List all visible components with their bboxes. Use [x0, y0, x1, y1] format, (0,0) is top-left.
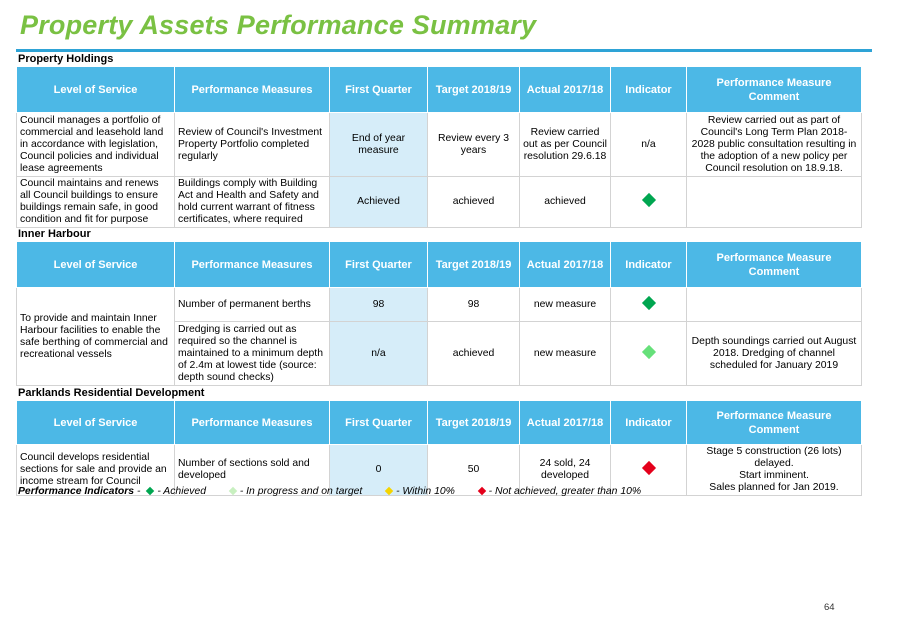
section-title-parklands: Parklands Residential Development — [18, 387, 205, 399]
table-header-row: Level of Service Performance Measures Fi… — [16, 400, 862, 445]
comment-line: Start imminent. — [739, 470, 809, 481]
header-level-of-service: Level of Service — [16, 241, 175, 288]
indicator-cell — [610, 176, 687, 228]
comment-cell — [686, 287, 862, 322]
target-cell: 98 — [427, 287, 520, 322]
comment-cell — [686, 176, 862, 228]
table-header-row: Level of Service Performance Measures Fi… — [16, 66, 862, 113]
legend-dash: - — [136, 486, 141, 497]
target-cell: achieved — [427, 321, 520, 386]
in-progress-legend-diamond-icon — [228, 486, 238, 495]
comment-cell: Review carried out as part of Council's … — [686, 112, 862, 177]
first-quarter-cell: Achieved — [329, 176, 428, 228]
actual-cell: achieved — [519, 176, 611, 228]
achieved-diamond-icon — [641, 192, 656, 208]
header-comment: Performance Measure Comment — [686, 66, 862, 113]
legend-item-achieved: - Achieved — [157, 486, 207, 497]
not-achieved-diamond-icon — [641, 460, 656, 476]
performance-measure-cell: Number of sections sold and developed — [174, 444, 330, 496]
header-first-quarter: First Quarter — [329, 400, 428, 445]
table-row: To provide and maintain Inner Harbour fa… — [16, 287, 862, 386]
legend-label: Performance Indicators — [18, 486, 135, 497]
header-performance-measures: Performance Measures — [174, 400, 330, 445]
table-row: Council develops residential sections fo… — [16, 444, 862, 496]
target-cell: achieved — [427, 176, 520, 228]
actual-cell: new measure — [519, 287, 611, 322]
comment-line: Stage 5 construction (26 lots) delayed. — [706, 446, 842, 469]
performance-measure-cell: Dredging is carried out as required so t… — [174, 321, 330, 386]
actual-cell: Review carried out as per Council resolu… — [519, 112, 611, 177]
in-progress-diamond-icon — [641, 344, 656, 359]
indicator-cell: n/a — [610, 112, 687, 177]
level-of-service-cell: Council manages a portfolio of commercia… — [16, 112, 175, 177]
first-quarter-cell: n/a — [329, 321, 428, 386]
achieved-legend-diamond-icon — [146, 486, 155, 495]
target-cell: 50 — [427, 444, 520, 496]
table-header-row: Level of Service Performance Measures Fi… — [16, 241, 862, 288]
header-indicator: Indicator — [610, 400, 687, 445]
level-of-service-cell: Council maintains and renews all Council… — [16, 176, 175, 228]
indicator-cell — [610, 287, 687, 322]
actual-cell: 24 sold, 24 developed — [519, 444, 611, 496]
performance-indicators-legend: Performance Indicators - - Achieved - In… — [18, 486, 641, 497]
section-title-inner-harbour: Inner Harbour — [18, 228, 91, 240]
property-holdings-table: Level of Service Performance Measures Fi… — [16, 66, 862, 228]
header-performance-measures: Performance Measures — [174, 66, 330, 113]
performance-measure-cell: Review of Council's Investment Property … — [174, 112, 330, 177]
table-row: Council maintains and renews all Council… — [16, 176, 862, 228]
performance-measure-cell: Buildings comply with Building Act and H… — [174, 176, 330, 228]
table-row: Dredging is carried out as required so t… — [17, 321, 862, 386]
header-actual: Actual 2017/18 — [519, 241, 611, 288]
comment-cell: Depth soundings carried out August 2018.… — [686, 321, 862, 386]
header-indicator: Indicator — [610, 241, 687, 288]
inner-harbour-table: Level of Service Performance Measures Fi… — [16, 241, 862, 386]
parklands-table: Level of Service Performance Measures Fi… — [16, 400, 862, 496]
within-ten-legend-diamond-icon — [384, 486, 394, 495]
header-first-quarter: First Quarter — [329, 66, 428, 113]
comment-line: Sales planned for Jan 2019. — [709, 482, 839, 493]
page-number: 64 — [824, 602, 835, 613]
header-actual: Actual 2017/18 — [519, 66, 611, 113]
first-quarter-cell: End of year measure — [329, 112, 428, 177]
legend-item-not-achieved: - Not achieved, greater than 10% — [488, 486, 642, 497]
header-level-of-service: Level of Service — [16, 66, 175, 113]
indicator-cell — [610, 321, 687, 386]
header-comment: Performance Measure Comment — [686, 241, 862, 288]
legend-item-in-progress: - In progress and on target — [239, 486, 363, 497]
title-rule — [16, 49, 872, 52]
indicator-cell — [610, 444, 687, 496]
header-comment: Performance Measure Comment — [686, 400, 862, 445]
header-target: Target 2018/19 — [427, 400, 520, 445]
header-level-of-service: Level of Service — [16, 400, 175, 445]
section-title-property-holdings: Property Holdings — [18, 53, 114, 65]
first-quarter-cell: 98 — [329, 287, 428, 322]
target-cell: Review every 3 years — [427, 112, 520, 177]
performance-measure-cell: Number of permanent berths — [174, 287, 330, 322]
actual-cell: new measure — [519, 321, 611, 386]
header-target: Target 2018/19 — [427, 66, 520, 113]
header-performance-measures: Performance Measures — [174, 241, 330, 288]
page-title: Property Assets Performance Summary — [20, 10, 537, 40]
legend-item-within-ten: - Within 10% — [396, 486, 455, 497]
level-of-service-cell: To provide and maintain Inner Harbour fa… — [16, 287, 175, 386]
not-achieved-legend-diamond-icon — [477, 486, 486, 495]
table-row: Council manages a portfolio of commercia… — [16, 112, 862, 177]
header-first-quarter: First Quarter — [329, 241, 428, 288]
header-actual: Actual 2017/18 — [519, 400, 611, 445]
header-indicator: Indicator — [610, 66, 687, 113]
first-quarter-cell: 0 — [329, 444, 428, 496]
achieved-diamond-icon — [641, 295, 656, 310]
header-target: Target 2018/19 — [427, 241, 520, 288]
comment-cell: Stage 5 construction (26 lots) delayed. … — [686, 444, 862, 496]
